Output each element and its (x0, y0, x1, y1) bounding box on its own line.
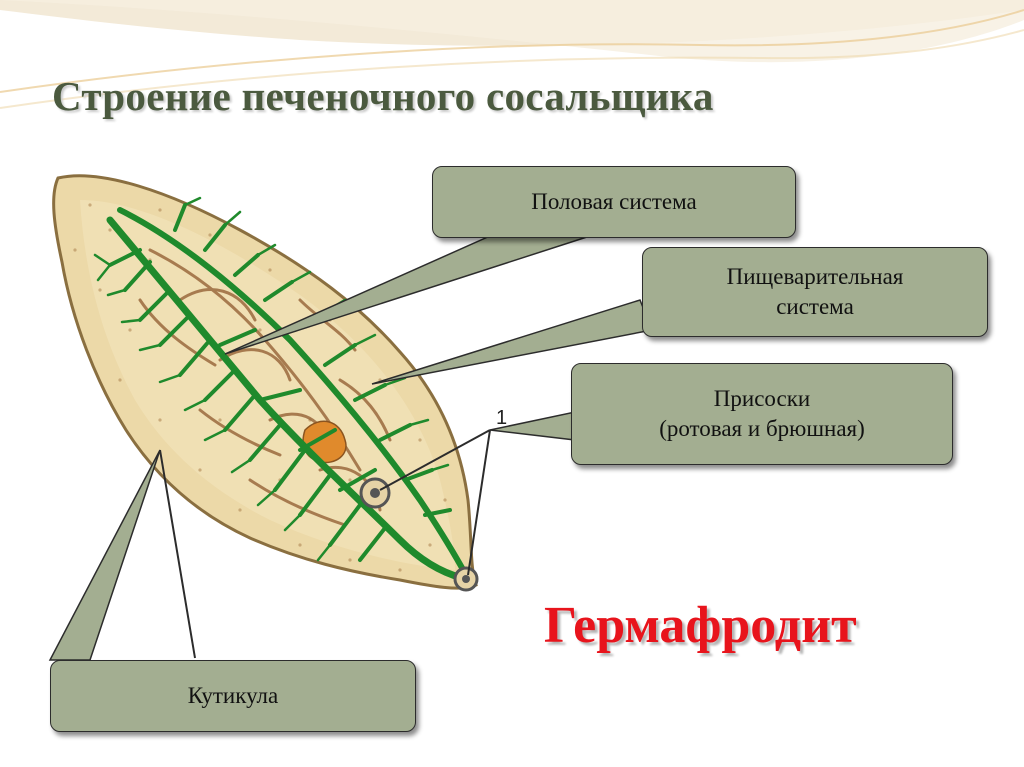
sucker-leader-lines (159, 429, 491, 659)
oral-sucker (453, 566, 479, 592)
header-swoosh-decoration (0, 0, 1024, 109)
digestive-system (93, 196, 469, 582)
callout-reproductive-system: Половая система (432, 166, 796, 238)
figure-number: 1 (496, 407, 507, 429)
slide-title: Строение печеночного сосальщика (52, 73, 714, 119)
callout-digestive-system: Пищеварительная система (642, 247, 988, 337)
ventral-sucker (359, 477, 391, 509)
hermaphrodite-label: Гермафродит (544, 597, 857, 654)
callout-suckers: Присоски (ротовая и брюшная) (571, 363, 953, 465)
callout-cuticle: Кутикула (50, 660, 416, 732)
